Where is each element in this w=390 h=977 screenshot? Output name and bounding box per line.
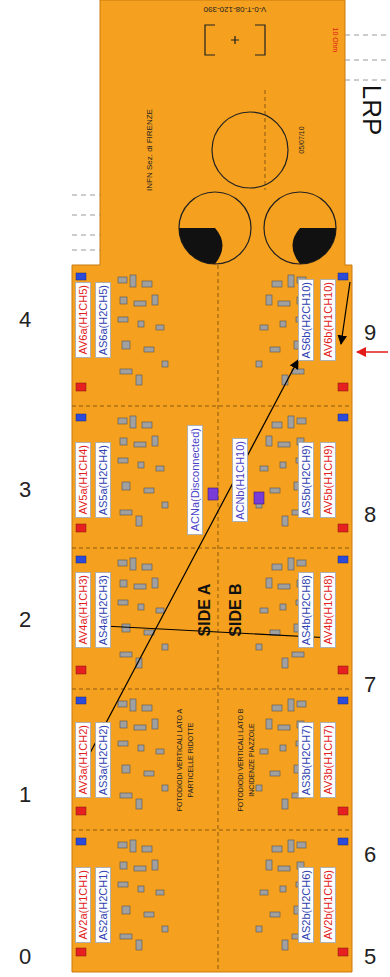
fiducial-marks	[205, 25, 265, 55]
channel-label: AS4b(H2CH8)	[298, 572, 315, 648]
callout-number: 0	[19, 945, 31, 969]
section-dashes	[72, 90, 352, 972]
callout-number: 8	[364, 503, 376, 527]
channel-name: AS2b(H2CH6)	[300, 870, 313, 940]
channel-name: ACNa(Disconnected)	[189, 428, 202, 531]
callout-number: 6	[364, 843, 376, 867]
channel-name: AS2a(H2CH1)	[97, 870, 110, 940]
outline-dashes	[72, 35, 390, 250]
channel-name: AV5b(H1CH9)	[322, 445, 335, 515]
channel-name: AS3b(H2CH7)	[300, 725, 313, 795]
logo-circles	[179, 112, 336, 264]
channel-name: AV4a(H1CH3)	[77, 575, 90, 645]
channel-name: ACNb(H1CH10)	[234, 441, 247, 520]
channel-name: AS6a(H2CH5)	[97, 285, 110, 355]
channel-label: AV6a(H1CH5)	[75, 282, 92, 358]
callout-number: 2	[19, 608, 31, 632]
channel-label: AV4b(H1CH8)	[320, 572, 337, 648]
channel-name: AV3b(H1CH7)	[322, 725, 335, 795]
component-clusters	[76, 273, 348, 956]
channel-label: AS6a(H2CH5)	[95, 282, 112, 358]
channel-name: AV2a(H1CH1)	[77, 870, 90, 940]
channel-label: AS4a(H2CH3)	[95, 572, 112, 648]
channel-name: AV2b(H1CH6)	[322, 870, 335, 940]
channel-label: AS2b(H2CH6)	[298, 867, 315, 943]
callout-number: 3	[19, 478, 31, 502]
channel-label: ACNb(H1CH10)	[232, 438, 249, 523]
board-note: INCIDENZE PIAZZOLE	[248, 723, 256, 797]
channel-label: AV5b(H1CH9)	[320, 442, 337, 518]
channel-label: AS5b(H2CH9)	[298, 442, 315, 518]
channel-label: AS5a(H2CH4)	[95, 442, 112, 518]
channel-name: AV5a(H1CH4)	[77, 445, 90, 515]
channel-name: AV6b(H1CH10)	[322, 282, 335, 358]
side-label: SIDE B	[227, 583, 245, 636]
channel-label: AV2a(H1CH1)	[75, 867, 92, 943]
board-marking: LRP	[358, 85, 387, 136]
board-marking: V-0-T-08-120-390	[204, 5, 267, 14]
callout-number: 9	[364, 321, 376, 345]
callout-number: 5	[364, 945, 376, 969]
board-note: FOTODIODI VERTICALI LATO B	[237, 709, 245, 812]
channel-name: AS4b(H2CH8)	[300, 575, 313, 645]
channel-name: AS3a(H2CH2)	[97, 725, 110, 795]
channel-label: AS3b(H2CH7)	[298, 722, 315, 798]
channel-label: AV6b(H1CH10)	[320, 279, 337, 361]
pcb-board	[72, 0, 352, 972]
callout-number: 7	[364, 673, 376, 697]
board-note: FOTODIODI VERTICALI LATO A	[176, 709, 184, 812]
channel-label: AV4a(H1CH3)	[75, 572, 92, 648]
channel-label: ACNa(Disconnected)	[187, 425, 204, 534]
channel-name: AV4b(H1CH8)	[322, 575, 335, 645]
scan-arrows	[80, 282, 350, 772]
channel-name: AS5b(H2CH9)	[300, 445, 313, 515]
board-note: PARTICELLE RIDOTTE	[187, 723, 195, 798]
channel-name: AS5a(H2CH4)	[97, 445, 110, 515]
channel-label: AS6b(H2CH10)	[298, 279, 315, 361]
callout-number: 4	[19, 308, 31, 332]
channel-name: AV6a(H1CH5)	[77, 285, 90, 355]
channel-label: AS2a(H2CH1)	[95, 867, 112, 943]
channel-label: AV3b(H1CH7)	[320, 722, 337, 798]
side-label: SIDE A	[196, 584, 214, 637]
channel-label: AV3a(H1CH2)	[75, 722, 92, 798]
board-marking: 10 Ohm	[331, 28, 339, 53]
channel-name: AS4a(H2CH3)	[97, 575, 110, 645]
channel-label: AV5a(H1CH4)	[75, 442, 92, 518]
channel-label: AV2b(H1CH6)	[320, 867, 337, 943]
board-marking: INFN Sez. di FIRENZE	[146, 109, 155, 191]
channel-label: AS3a(H2CH2)	[95, 722, 112, 798]
pointer-arrow	[357, 351, 388, 353]
channel-name: AS6b(H2CH10)	[300, 282, 313, 358]
callout-number: 1	[19, 783, 31, 807]
channel-name: AV3a(H1CH2)	[77, 725, 90, 795]
board-marking: 05/07/10	[298, 126, 306, 153]
